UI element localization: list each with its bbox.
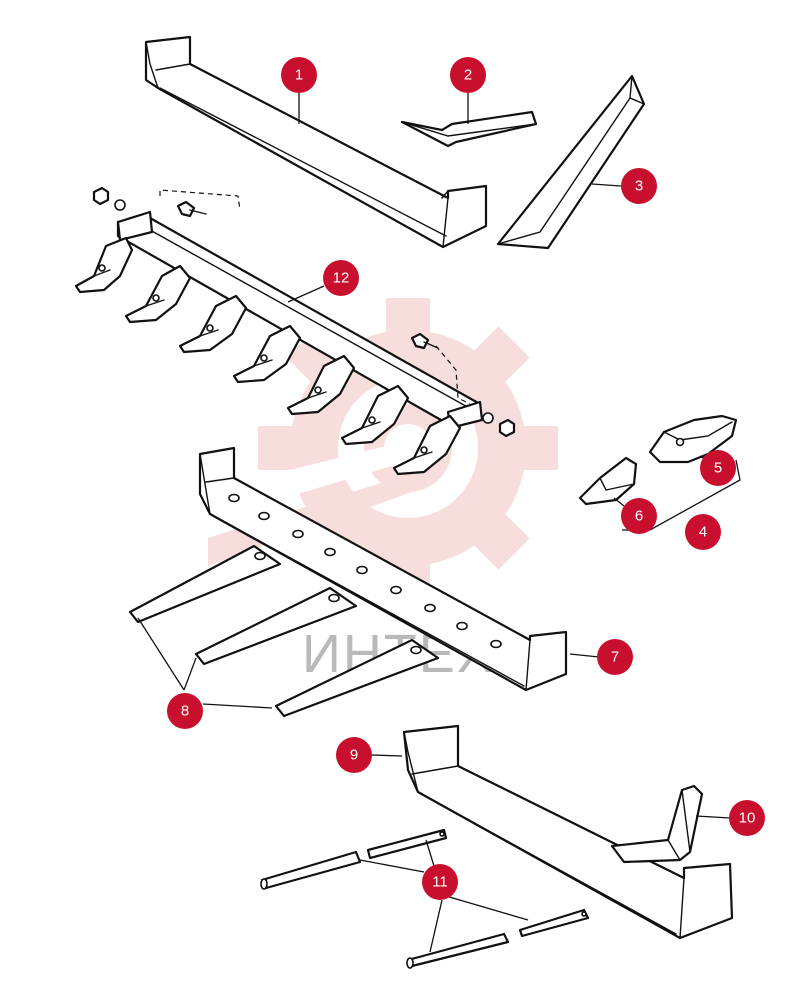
tooth-5 bbox=[286, 354, 356, 416]
callout-6: 6 bbox=[621, 498, 657, 534]
callout-7: 7 bbox=[597, 639, 633, 675]
callout-2: 2 bbox=[450, 57, 486, 93]
blade-holes bbox=[228, 493, 502, 649]
tooth-1 bbox=[74, 236, 134, 294]
svg-text:5: 5 bbox=[714, 460, 722, 477]
part-11-pins bbox=[260, 828, 590, 969]
bolt-nut-right bbox=[410, 332, 516, 438]
callout-1: 1 bbox=[281, 57, 317, 93]
tooth-4 bbox=[232, 324, 302, 384]
tooth-7 bbox=[392, 414, 462, 476]
leader-lines bbox=[137, 93, 731, 953]
svg-text:12: 12 bbox=[333, 270, 350, 287]
part-9-bottom-blade bbox=[402, 724, 734, 940]
part-12-teeth-assembly bbox=[74, 186, 516, 476]
callout-3: 3 bbox=[621, 168, 657, 204]
tooth-3 bbox=[178, 294, 248, 354]
part-3-side-bar bbox=[496, 74, 646, 250]
callout-12: 12 bbox=[323, 260, 359, 296]
pin-1 bbox=[260, 850, 362, 890]
svg-text:6: 6 bbox=[635, 508, 643, 525]
svg-text:10: 10 bbox=[739, 810, 756, 827]
part-7-blade-with-holes bbox=[198, 446, 568, 692]
part-1-blade bbox=[144, 35, 488, 249]
svg-text:9: 9 bbox=[350, 747, 358, 764]
tooth-6 bbox=[340, 384, 410, 446]
part-6-tooth-tip bbox=[578, 456, 638, 506]
callout-8: 8 bbox=[167, 693, 203, 729]
callout-11: 11 bbox=[422, 864, 458, 900]
part-8-wedge-plates bbox=[128, 544, 440, 718]
wedge-2 bbox=[194, 586, 358, 666]
part-5-adapter bbox=[648, 414, 738, 464]
callout-4: 4 bbox=[685, 514, 721, 550]
pin-2 bbox=[366, 828, 448, 860]
svg-text:8: 8 bbox=[181, 703, 189, 720]
pin-3 bbox=[518, 908, 590, 938]
svg-text:1: 1 bbox=[295, 67, 303, 84]
pin-4 bbox=[406, 932, 510, 969]
bolt-nut-left bbox=[92, 186, 241, 218]
svg-text:2: 2 bbox=[464, 67, 472, 84]
callout-10: 10 bbox=[729, 800, 765, 836]
svg-text:3: 3 bbox=[635, 178, 643, 195]
tooth-2 bbox=[124, 264, 192, 324]
wedge-1 bbox=[128, 544, 282, 624]
svg-text:4: 4 bbox=[699, 524, 707, 541]
part-10-corner-bit bbox=[610, 784, 704, 864]
part-2-end-bit bbox=[400, 110, 538, 148]
svg-text:11: 11 bbox=[432, 874, 448, 891]
callout-5: 5 bbox=[700, 450, 736, 486]
wedge-3 bbox=[274, 638, 440, 718]
svg-text:7: 7 bbox=[611, 649, 619, 666]
callout-9: 9 bbox=[336, 737, 372, 773]
